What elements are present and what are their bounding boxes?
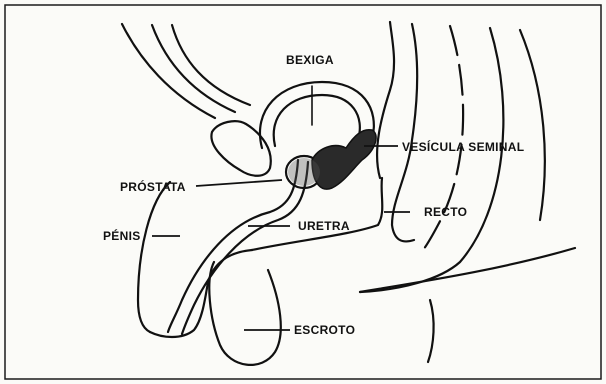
rectum-front bbox=[377, 22, 394, 178]
prostate-shading bbox=[288, 158, 320, 186]
sacrum-back bbox=[360, 28, 503, 292]
pubic-inner-line bbox=[172, 25, 250, 105]
label-uretra: URETRA bbox=[298, 219, 350, 233]
scrotum bbox=[209, 262, 280, 365]
label-prostata: PRÓSTATA bbox=[120, 180, 186, 194]
label-penis: PÉNIS bbox=[103, 229, 141, 243]
gluteal-line bbox=[360, 248, 575, 292]
pubic-outer-line bbox=[152, 25, 235, 112]
rectum-back bbox=[392, 24, 417, 241]
label-bexiga: BEXIGA bbox=[286, 53, 334, 67]
prostata-pointer bbox=[196, 180, 282, 186]
penis-outer bbox=[138, 182, 170, 332]
urethra-line-b bbox=[182, 162, 308, 334]
label-recto: RECTO bbox=[424, 205, 467, 219]
coccyx-curve bbox=[520, 30, 545, 220]
label-escroto: ESCROTO bbox=[294, 323, 355, 337]
label-vesicula-seminal: VESÍCULA SEMINAL bbox=[402, 140, 524, 154]
abdominal-wall-line bbox=[122, 24, 215, 118]
perineum-line bbox=[252, 178, 382, 250]
gluteal-cleft bbox=[428, 300, 434, 362]
seminal-vesicle bbox=[312, 130, 376, 189]
